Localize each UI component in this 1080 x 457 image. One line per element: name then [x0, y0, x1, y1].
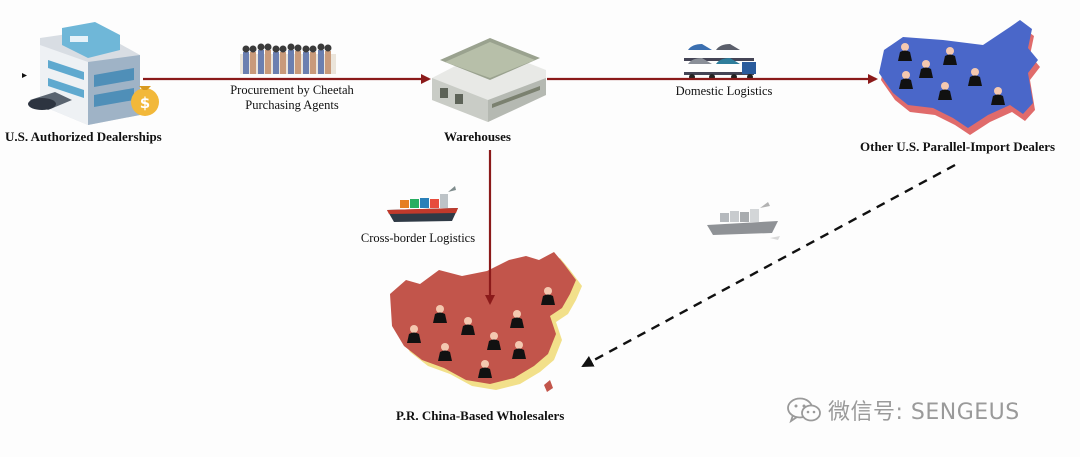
watermark-text: 微信号: SENGEUS [828, 400, 1020, 425]
svg-text:$: $ [140, 94, 150, 112]
edge-label-procurement-line1: Procurement by Cheetah [230, 83, 354, 97]
grey-ship-icon [707, 202, 780, 240]
arrow-parallel-to-china-dashed [581, 163, 956, 368]
dealership-building-icon: $ [22, 22, 159, 125]
container-ship-icon [387, 186, 458, 222]
wechat-icon [787, 397, 821, 424]
warehouse-icon [432, 38, 546, 122]
edge-label-domestic: Domestic Logistics [675, 84, 773, 98]
watermark: 微信号: SENGEUS [786, 394, 1020, 426]
china-map-icon [390, 252, 582, 392]
car-carrier-truck-icon [684, 44, 756, 80]
usa-map-icon [879, 20, 1040, 135]
edge-label-procurement: Procurement by Cheetah Purchasing Agents [212, 83, 372, 113]
node-label-parallel-dealers: Other U.S. Parallel-Import Dealers [860, 139, 1056, 154]
purchasing-agents-icon [240, 43, 336, 74]
node-label-china-wholesalers: P.R. China-Based Wholesalers [396, 408, 565, 423]
node-label-dealerships: U.S. Authorized Dealerships [5, 129, 162, 144]
node-label-warehouses: Warehouses [444, 129, 511, 144]
edge-label-procurement-line2: Purchasing Agents [245, 98, 339, 112]
edge-label-cross-border: Cross-border Logistics [350, 231, 486, 246]
